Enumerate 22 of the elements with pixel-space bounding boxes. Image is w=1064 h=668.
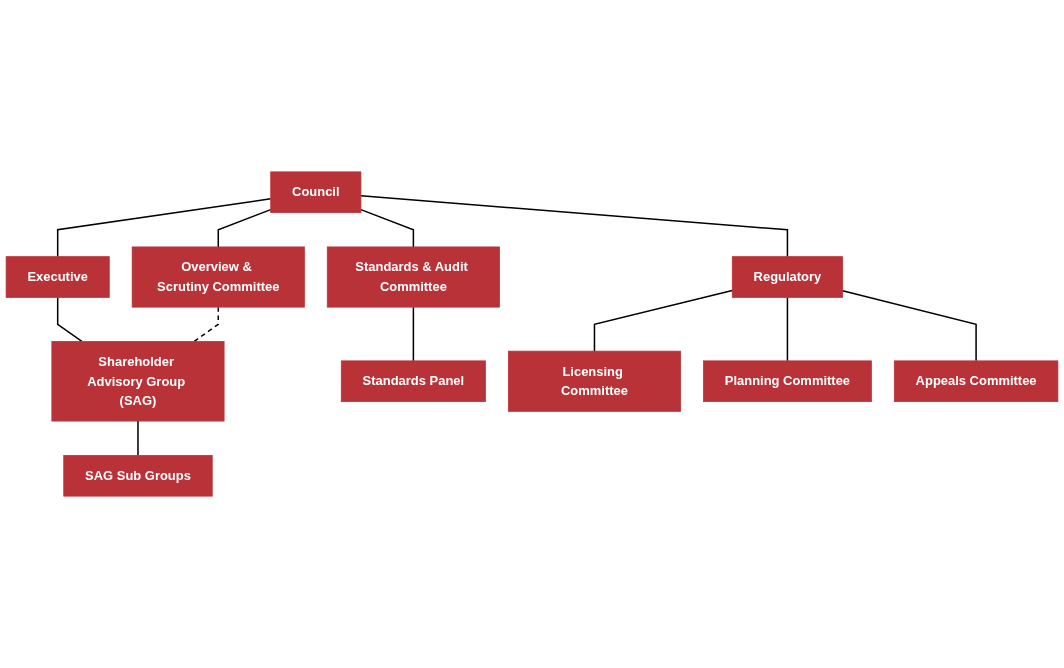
connector <box>593 289 733 352</box>
connector <box>217 208 272 248</box>
connector <box>360 195 789 258</box>
node-box: Council <box>270 171 362 213</box>
connector <box>786 296 789 362</box>
connector <box>137 420 139 457</box>
connector <box>56 198 272 258</box>
node-box: Standards Panel <box>340 360 486 402</box>
node-box: SAG Sub Groups <box>63 455 213 497</box>
node-box: Licensing Committee <box>507 350 681 412</box>
node-box: Regulatory <box>731 256 843 298</box>
connector <box>412 306 415 362</box>
connector <box>193 306 220 343</box>
node-box: Standards & Audit Committee <box>326 246 500 308</box>
node-box: Planning Committee <box>703 360 872 402</box>
connector <box>360 208 415 248</box>
connector <box>841 290 977 362</box>
node-box: Executive <box>5 256 110 298</box>
node-box: Shareholder Advisory Group (SAG) <box>51 341 225 422</box>
node-box: Appeals Committee <box>893 360 1059 402</box>
connector <box>56 296 83 343</box>
node-box: Overview & Scrutiny Committee <box>131 246 305 308</box>
